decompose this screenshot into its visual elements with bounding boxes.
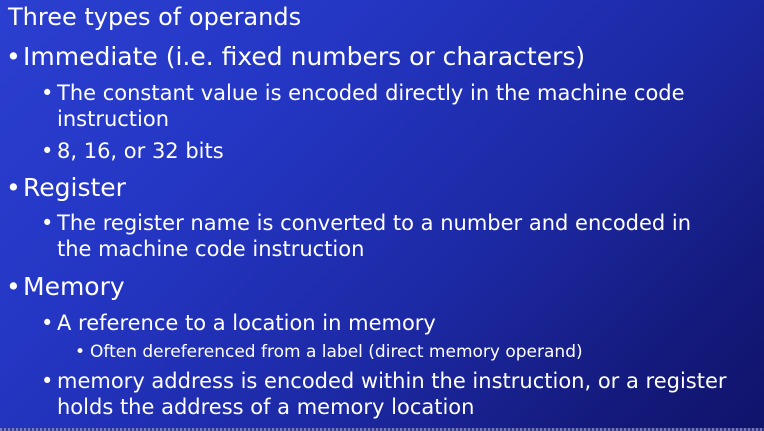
bullet-item-immediate: • Immediate (i.e. fixed numbers or chara… <box>6 42 585 72</box>
bullet-icon: • <box>41 81 54 105</box>
bullet-text-line: The register name is converted to a numb… <box>57 211 692 235</box>
bullet-text: Register <box>23 173 126 202</box>
bullet-text: Memory <box>23 272 125 301</box>
bullet-icon: • <box>6 42 21 71</box>
bullet-text-line: instruction <box>57 107 170 131</box>
bullet-text-line: the machine code instruction <box>57 237 365 261</box>
bullet-icon: • <box>41 311 54 335</box>
bullet-text-line: memory address is encoded within the ins… <box>57 369 727 393</box>
slide-title: Three types of operands <box>8 3 302 31</box>
bottom-divider <box>0 428 764 431</box>
bullet-icon: • <box>75 342 86 362</box>
bullet-text: Immediate (i.e. fixed numbers or charact… <box>23 42 586 71</box>
bullet-text: Often dereferenced from a label (direct … <box>90 342 583 362</box>
bullet-icon: • <box>6 173 21 202</box>
bullet-text: A reference to a location in memory <box>57 311 436 335</box>
sub-bullet-item: • The constant value is encoded directly… <box>41 80 685 132</box>
bullet-icon: • <box>6 272 21 301</box>
bullet-item-register: • Register <box>6 173 126 203</box>
bullet-text-line: The constant value is encoded directly i… <box>57 81 685 105</box>
bullet-text-line: holds the address of a memory location <box>57 395 475 419</box>
sub-bullet-item: • The register name is converted to a nu… <box>41 210 691 262</box>
sub-bullet-item: • memory address is encoded within the i… <box>41 368 727 420</box>
bullet-icon: • <box>41 139 54 163</box>
sub-bullet-item: • 8, 16, or 32 bits <box>41 138 224 164</box>
sub-bullet-item: • A reference to a location in memory <box>41 310 436 336</box>
bullet-item-memory: • Memory <box>6 272 125 302</box>
bullet-icon: • <box>41 369 54 393</box>
sub-sub-bullet-item: • Often dereferenced from a label (direc… <box>75 341 583 363</box>
bullet-icon: • <box>41 211 54 235</box>
bullet-text: 8, 16, or 32 bits <box>57 139 224 163</box>
